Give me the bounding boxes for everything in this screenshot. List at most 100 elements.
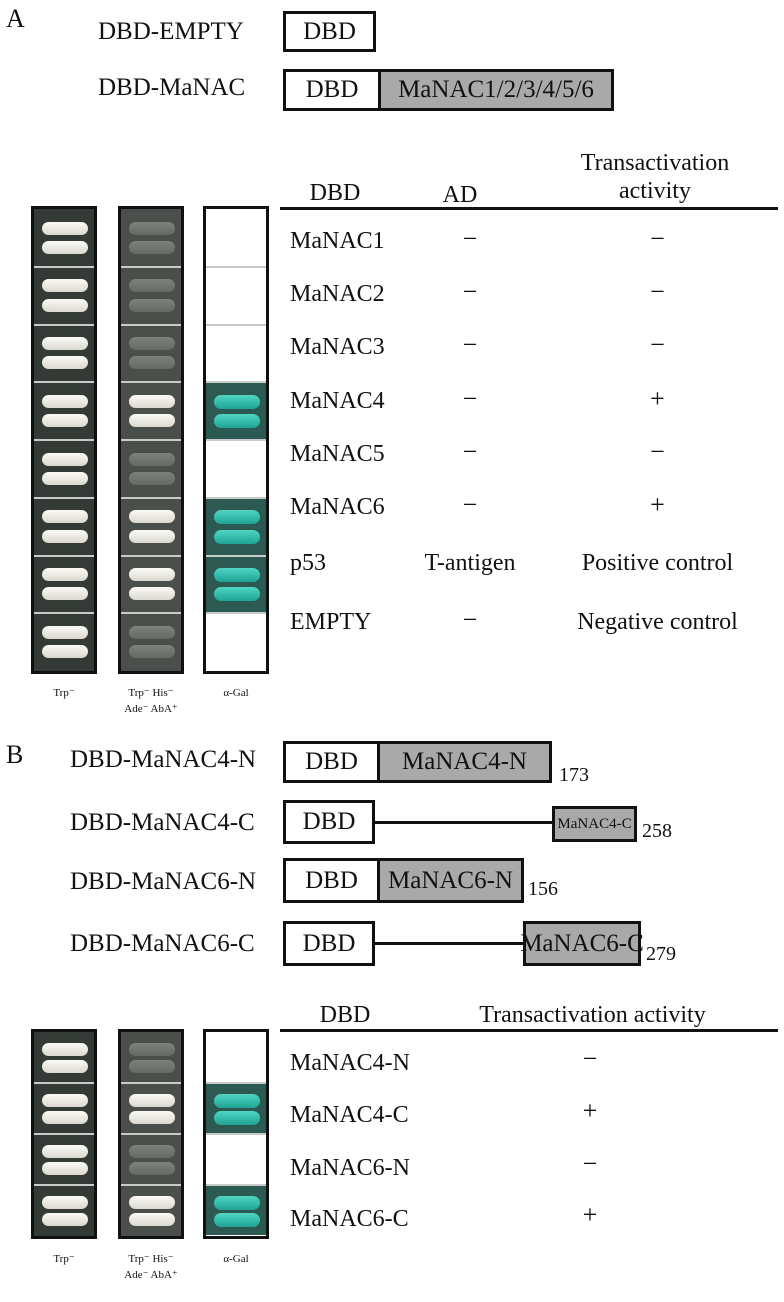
plate-separator (121, 554, 181, 557)
construct-b3-insert: MaNAC6-N (377, 858, 524, 903)
yeast-colony (214, 394, 260, 409)
blue-colony-cell (206, 498, 266, 555)
yeast-colony (42, 625, 88, 639)
yeast-colony (42, 1145, 88, 1159)
plate-separator (206, 612, 266, 615)
plate-separator (121, 612, 181, 615)
construct-b4-linker (375, 942, 525, 945)
table-a-activity-cell: − (650, 437, 665, 466)
plate-separator (121, 265, 181, 268)
yeast-colony (129, 645, 175, 658)
table-a-activity-cell: Positive control (581, 550, 734, 576)
yeast-colony (42, 471, 88, 485)
table-b-activity-cell: + (582, 1200, 598, 1229)
yeast-colony (129, 1060, 175, 1074)
table-a-header-rule (280, 207, 778, 210)
plate-b-alpha-gal (203, 1029, 269, 1239)
yeast-colony (42, 240, 88, 254)
plate-separator (34, 496, 94, 499)
plate-separator (34, 1184, 94, 1186)
yeast-colony (42, 452, 88, 466)
yeast-colony (42, 394, 88, 408)
table-a-dbd-cell: MaNAC6 (290, 494, 385, 520)
plate-separator (206, 265, 266, 268)
construct-b2-length: 258 (642, 820, 672, 842)
yeast-colony (129, 1162, 175, 1176)
yeast-colony (42, 356, 88, 370)
plate-separator (121, 1133, 181, 1135)
table-a-activity-cell: − (650, 330, 665, 359)
plate-separator (34, 439, 94, 441)
table-a-activity-cell: − (650, 224, 665, 253)
construct-b1-insert: MaNAC4-N (377, 741, 552, 783)
plate-b-trp (31, 1029, 97, 1239)
yeast-colony (42, 587, 88, 601)
yeast-colony (214, 1111, 260, 1126)
yeast-colony (42, 1094, 88, 1108)
table-a-dbd-cell: MaNAC4 (290, 388, 385, 414)
table-a-ad-cell: − (462, 224, 478, 253)
blue-colony-cell (206, 1084, 266, 1133)
table-a-activity-cell: + (650, 490, 665, 519)
yeast-colony (214, 510, 260, 525)
construct-b2-linker (375, 821, 553, 824)
yeast-colony (42, 279, 88, 293)
construct-b3-length: 156 (528, 878, 558, 900)
plate-separator (34, 381, 94, 384)
table-a-ad-cell: − (462, 605, 478, 634)
plate-separator (206, 323, 266, 326)
yeast-colony (129, 529, 175, 543)
caption-b-selective-line1: Trp⁻ His⁻ (128, 1253, 174, 1265)
construct-b4-dbd: DBD (283, 921, 375, 966)
plate-separator (121, 496, 181, 499)
plate-separator (206, 1184, 266, 1186)
table-a-dbd-cell: MaNAC2 (290, 281, 385, 307)
yeast-colony (129, 1094, 175, 1108)
plate-separator (34, 265, 94, 268)
yeast-colony (129, 356, 175, 370)
plate-separator (206, 439, 266, 441)
yeast-colony (214, 1196, 260, 1211)
construct-b2-dbd: DBD (283, 800, 375, 844)
plate-a-trp (31, 206, 97, 674)
table-a-header-dbd: DBD (309, 180, 361, 206)
yeast-colony (42, 1043, 88, 1057)
plate-separator (34, 612, 94, 615)
construct-label-dbd-manac: DBD-MaNAC (98, 74, 246, 101)
table-b-activity-cell: − (582, 1044, 598, 1073)
construct-label-manac6-n: DBD-MaNAC6-N (70, 868, 257, 895)
yeast-colony (129, 394, 175, 408)
table-b-header-rule (280, 1029, 778, 1032)
caption-a-selective-line2: Ade⁻ AbA⁺ (124, 703, 178, 715)
yeast-colony (42, 1162, 88, 1176)
yeast-colony (42, 298, 88, 312)
yeast-colony (42, 1213, 88, 1227)
yeast-colony (129, 1043, 175, 1057)
yeast-colony (214, 587, 260, 602)
table-a-ad-cell: T-antigen (424, 550, 516, 576)
plate-b-selective (118, 1029, 184, 1239)
construct-box-manac-insert: MaNAC1/2/3/4/5/6 (378, 69, 614, 111)
caption-a-alpha-gal: α-Gal (223, 687, 249, 699)
yeast-colony (214, 414, 260, 428)
construct-label-dbd-empty: DBD-EMPTY (98, 18, 244, 45)
yeast-colony (42, 568, 88, 582)
yeast-colony (42, 1111, 88, 1125)
blue-colony-cell (206, 383, 266, 439)
plate-separator (34, 323, 94, 326)
yeast-colony (129, 1213, 175, 1227)
panel-b-letter: B (6, 740, 24, 769)
yeast-colony (129, 625, 175, 639)
yeast-colony (129, 240, 175, 254)
construct-b3-dbd: DBD (283, 858, 380, 903)
construct-label-manac4-n: DBD-MaNAC4-N (70, 746, 257, 773)
yeast-colony (42, 337, 88, 351)
table-a-dbd-cell: MaNAC5 (290, 441, 385, 467)
plate-a-selective (118, 206, 184, 674)
yeast-colony (129, 1196, 175, 1210)
yeast-colony (129, 587, 175, 601)
yeast-colony (214, 568, 260, 583)
yeast-colony (42, 645, 88, 658)
construct-label-manac6-c: DBD-MaNAC6-C (70, 930, 255, 957)
table-b-header-dbd: DBD (319, 1002, 371, 1028)
